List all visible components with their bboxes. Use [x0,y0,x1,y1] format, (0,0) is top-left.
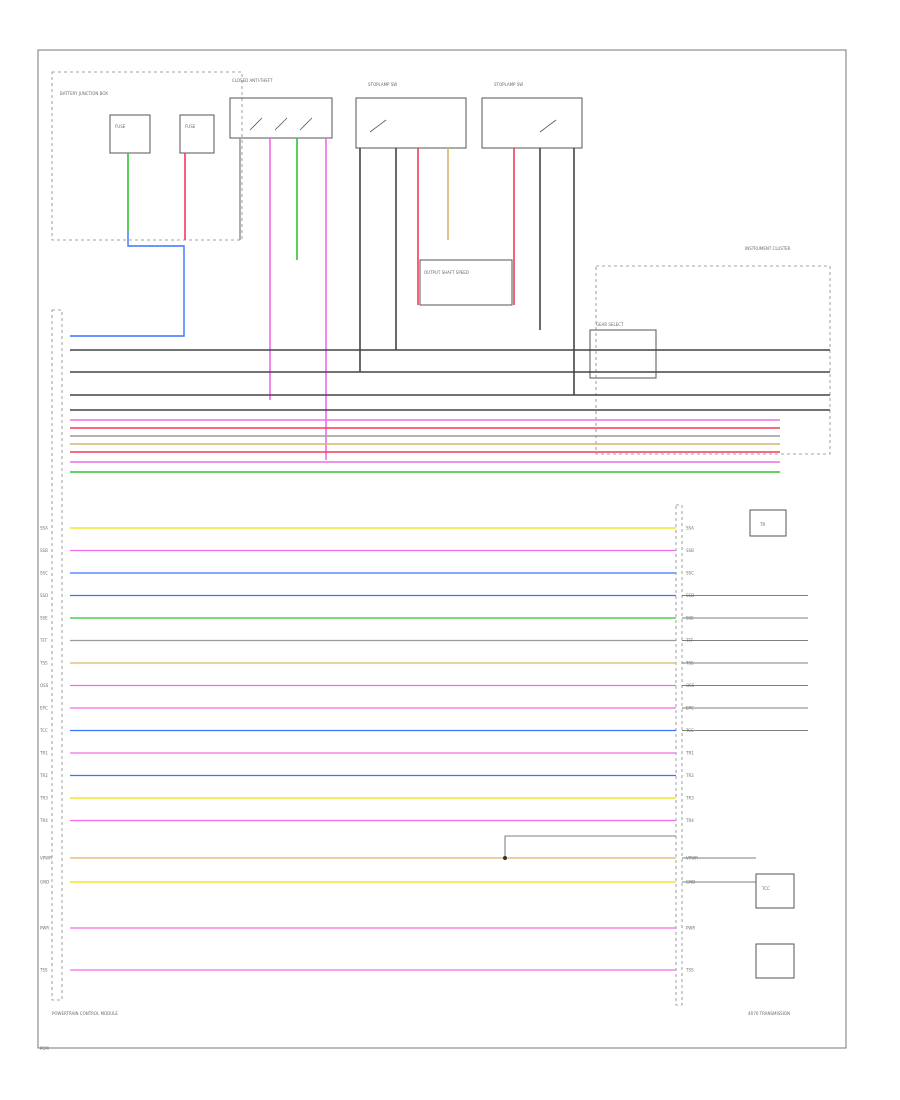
right-ticks-group [682,595,808,731]
pin2-label-0: VPWR [40,856,52,861]
pin-label-11: TR2 [39,773,48,778]
vertical-wires-group [70,138,575,460]
transmission-pin-label-12: TR3 [685,796,694,801]
pin-label-12: TR3 [39,796,48,801]
anti-theft-switch-3 [299,117,313,131]
bottom-right-label: 4R70 TRANSMISSION [748,1011,790,1016]
right-mid-label: GEAR SELECT [596,322,624,327]
pin-label-6: TSS [39,661,48,666]
pin-label-8: EPC [40,706,48,711]
stoplamp-switch-1-contact [369,119,387,133]
pin2-label-1: GND [40,880,49,885]
right-top-label: INSTRUMENT CLUSTER [745,246,791,251]
anti-theft-module [229,97,333,139]
lower-wires-group [70,527,676,822]
pin-label-2: SSC [40,571,48,576]
splice-dot [503,856,507,860]
tcc-switch-box-2 [755,943,795,979]
anti-theft-switch-1 [249,117,263,131]
transmission-pin-label-11: TR2 [685,773,694,778]
footer-left: PCM [40,1046,49,1051]
upper-wires-group [70,349,830,473]
bottom-left-label: POWERTRAIN CONTROL MODULE [52,1011,118,1016]
mid-label: OUTPUT SHAFT SPEED [424,270,469,275]
pin-label-0: SSA [40,526,48,531]
pin-label-10: TR1 [39,751,48,756]
splice-wire [504,835,676,858]
pin-label-5: TFT [39,638,48,643]
pin-label-9: TCC [39,728,48,733]
transmission-pin-label-2: SSC [686,571,694,576]
tcc-switch-tag: TCC [761,886,770,891]
anti-theft-switch-2 [274,117,288,131]
pin-label-4: SSE [40,616,48,621]
pcm-outline [51,309,63,1001]
transmission-pin2-label-2: PWR [686,926,695,931]
transmission-pin-label-0: SSA [686,526,694,531]
fuse-box-1 [109,114,151,154]
transmission-pin2-label-0: VPWR [686,856,698,861]
stoplamp-switch-2-contact [539,119,557,133]
pin-label-3: SSD [40,593,48,598]
pin-label-13: TR4 [39,818,48,823]
blue-feed-wire [70,232,185,337]
battery-junction-box-outline [51,71,243,241]
fuse-label-1: FUSE [115,124,126,129]
top-mid-label: CLOSED ANTI-THEFT [232,78,273,83]
tcc-switch-box-1 [755,873,795,909]
gear-select-module [589,329,657,379]
transmission-pin-label-1: SSB [686,548,694,553]
fuse-box-2 [179,114,215,154]
instrument-cluster-outline [595,265,831,455]
fuse-label-2: FUSE [185,124,196,129]
transmission-pin-label-10: TR1 [685,751,694,756]
transmission-pin2-label-3: TSS [685,968,694,973]
top-right-label-1: STOPLAMP SW [368,82,397,87]
transmission-pin2-label-1: GND [686,880,695,885]
stoplamp-switch-2 [481,97,583,149]
outer-frame [37,49,847,1049]
output-shaft-module [419,259,513,306]
transmission-outline [675,504,683,1006]
corner-tag: TR [759,522,765,527]
stoplamp-switch-1 [355,97,467,149]
pin2-label-2: PWR [40,926,49,931]
lower-wires-group-2 [70,835,756,971]
top-left-label: BATTERY JUNCTION BOX [60,91,108,96]
top-right-label-2: STOPLAMP SW [494,82,523,87]
transmission-pin-label-13: TR4 [685,818,694,823]
pin-label-7: OSS [40,683,49,688]
pin2-label-3: TSS [39,968,48,973]
pin-label-1: SSB [40,548,48,553]
corner-tag-box [749,509,787,537]
